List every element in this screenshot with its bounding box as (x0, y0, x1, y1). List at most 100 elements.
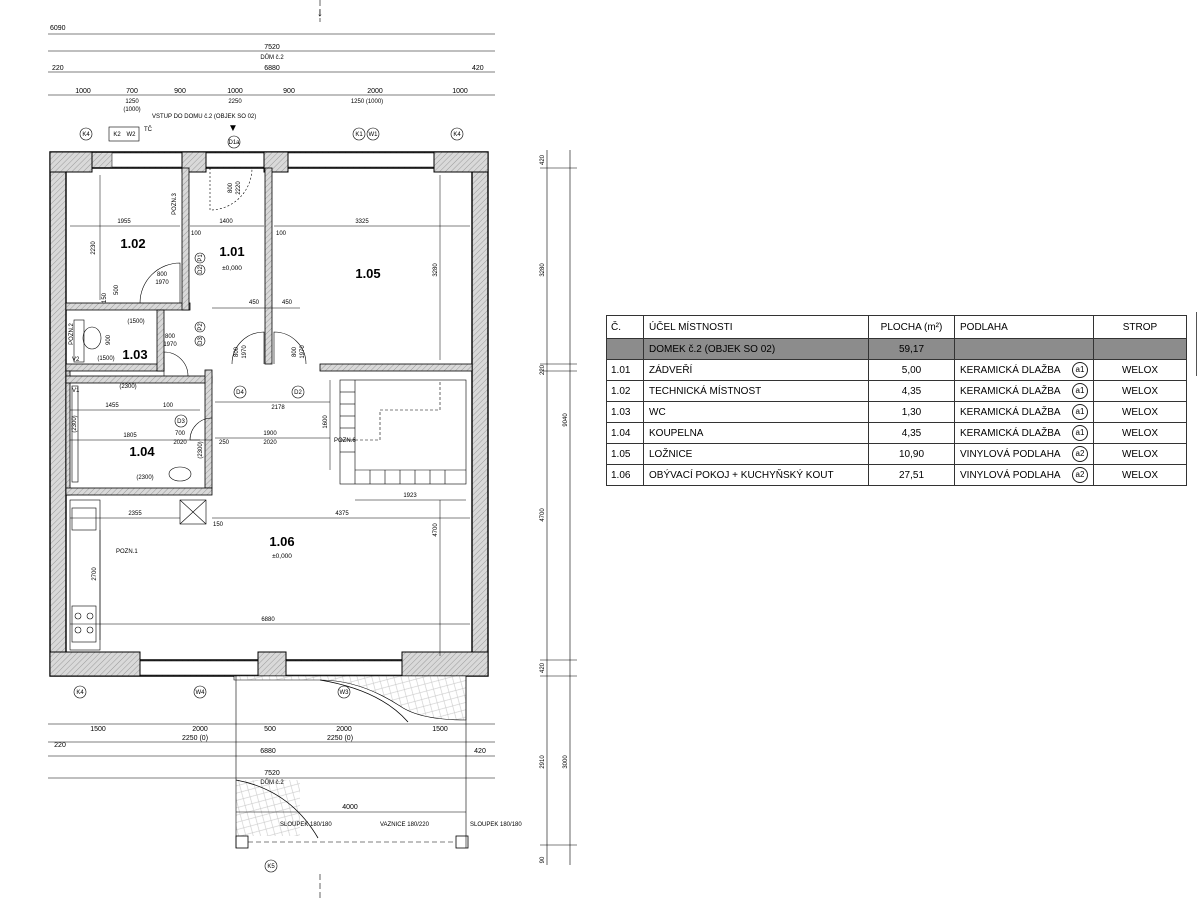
header-num: Č. (606, 315, 644, 339)
dim-1970-e: 1970 (300, 345, 306, 359)
note-pozn-3: POZN.3 (172, 193, 178, 215)
right-dimension-lines (540, 150, 577, 865)
label-sloupek-left: SLOUPEK 180/180 (280, 822, 332, 828)
header-area: PLOCHA (m²) (868, 315, 955, 339)
dim-3280-room: 3280 (433, 263, 439, 277)
dim-right-420: 420 (472, 65, 484, 72)
room-1-01-num: 1.01 (219, 244, 244, 259)
row-name: TECHNICKÁ MÍSTNOST (643, 380, 869, 402)
dim-2220: 2220 (236, 181, 242, 195)
room-1-01-level: ±0,000 (222, 265, 242, 272)
bdim-2250-a: 2250 (0) (182, 735, 208, 742)
rdim-3000: 3000 (563, 755, 569, 769)
dim-2300-bottom: (2300) (136, 475, 153, 481)
bdim-1500-a: 1500 (90, 726, 106, 733)
door-tag-p2: P2 (198, 323, 204, 331)
dim-2230: 2230 (91, 241, 97, 255)
row-num: 1.05 (606, 443, 644, 465)
row-ceiling: WELOX (1093, 443, 1187, 465)
row-name: ZÁDVEŘÍ (643, 359, 869, 381)
floor-badge: a1 (1072, 383, 1088, 399)
grid-tags (79, 126, 464, 149)
bottom-dimension-lines (48, 723, 495, 813)
table-row: 1.02 TECHNICKÁ MÍSTNOST 4,35 KERAMICKÁ D… (606, 380, 1187, 402)
dim-row-6: 1000 (452, 88, 468, 95)
floor-badge: a1 (1072, 362, 1088, 378)
dim-450-a: 450 (249, 300, 260, 306)
note-pozn-1: POZN.1 (116, 549, 138, 555)
header-ceiling: STROP (1093, 315, 1187, 339)
dim-row-2: 900 (174, 88, 186, 95)
row-floor: KERAMICKÁ DLAŽBA (960, 406, 1061, 418)
room-1-05-num: 1.05 (355, 266, 380, 281)
door-tag-labels: D2 P1 D3 P2 D4 D2 D3 (177, 254, 302, 425)
grid-tag-w3: W3 (340, 690, 350, 696)
rdim-420-bottom: 420 (540, 662, 546, 673)
staircase (339, 379, 467, 485)
group-name: DOMEK č.2 (OBJEK SO 02) (643, 338, 869, 360)
dim-sub-2: 2250 (228, 99, 242, 105)
dim-row-3: 1000 (227, 88, 243, 95)
grid-tag-k5: K5 (267, 864, 275, 870)
grid-tag-k4-left: K4 (82, 132, 90, 138)
dim-2020-b: 2020 (263, 440, 277, 446)
group-area: 59,17 (868, 338, 955, 360)
door-tag-d4: D4 (236, 390, 244, 396)
note-pozn-6: POZN.6 (334, 438, 356, 444)
dim-700: 700 (175, 431, 186, 437)
dim-2300-top: (2300) (119, 384, 136, 390)
dim-800-a: 800 (157, 272, 168, 278)
row-area: 4,35 (868, 380, 955, 402)
dim-2300-left: (2300) (72, 415, 78, 432)
rdim-3280: 3280 (540, 263, 546, 277)
floor-badge: a2 (1072, 446, 1088, 462)
note-v2: V2 (72, 357, 80, 363)
row-name: OBÝVACÍ POKOJ + KUCHYŇSKÝ KOUT (643, 464, 869, 486)
dim-100-b: 100 (276, 231, 287, 237)
door-tag-d2-a: D2 (198, 266, 204, 274)
note-v1: V1 (72, 388, 80, 394)
dim-100-a: 100 (191, 231, 202, 237)
row-floor: KERAMICKÁ DLAŽBA (960, 385, 1061, 397)
row-area: 10,90 (868, 443, 955, 465)
bdim-2000-a: 2000 (192, 726, 208, 733)
top-dimensions (48, 0, 495, 96)
grid-tag-k2: K2 (113, 132, 121, 138)
row-ceiling: WELOX (1093, 422, 1187, 444)
dim-cut: 6090 (50, 25, 66, 32)
dim-1400: 1400 (219, 219, 233, 225)
dim-row-5: 2000 (367, 88, 383, 95)
bottom-tag-labels: K4 W4 W3 K5 (76, 690, 349, 870)
door-tag-d3-b: D3 (177, 419, 185, 425)
row-num: 1.04 (606, 422, 644, 444)
entrance-arrow: ▼ (228, 123, 238, 134)
bdim-420: 420 (474, 748, 486, 755)
floor-badge: a1 (1072, 404, 1088, 420)
row-floor: KERAMICKÁ DLAŽBA (960, 364, 1061, 376)
dim-1900: 1900 (263, 431, 277, 437)
room-1-02-num: 1.02 (120, 236, 145, 251)
dim-1970-d: 1970 (242, 345, 248, 359)
entrance-note: VSTUP DO DOMU č.2 (OBJEK SO 02) (152, 114, 256, 120)
dim-4375: 4375 (335, 511, 349, 517)
dim-row-0: 1000 (75, 88, 91, 95)
row-ceiling: WELOX (1093, 380, 1187, 402)
pergola-labels: SLOUPEK 180/180 VAZNICE 180/220 SLOUPEK … (280, 822, 522, 828)
rdim-90: 90 (540, 856, 546, 863)
dim-800-b: 800 (228, 182, 234, 193)
row-area: 1,30 (868, 401, 955, 423)
bdim-220: 220 (54, 742, 66, 749)
grid-tag-k4-bottom: K4 (76, 690, 84, 696)
room-1-03-num: 1.03 (122, 347, 147, 362)
rdim-220: 220 (540, 364, 546, 375)
dim-450-b: 450 (282, 300, 293, 306)
dim-100: 100 (163, 403, 174, 409)
dim-250: 250 (219, 440, 230, 446)
dim-1970-a: 1970 (155, 280, 169, 286)
dim-1923: 1923 (403, 493, 417, 499)
right-dims: 420 3280 220 9040 4700 420 2910 3000 90 (540, 154, 569, 863)
